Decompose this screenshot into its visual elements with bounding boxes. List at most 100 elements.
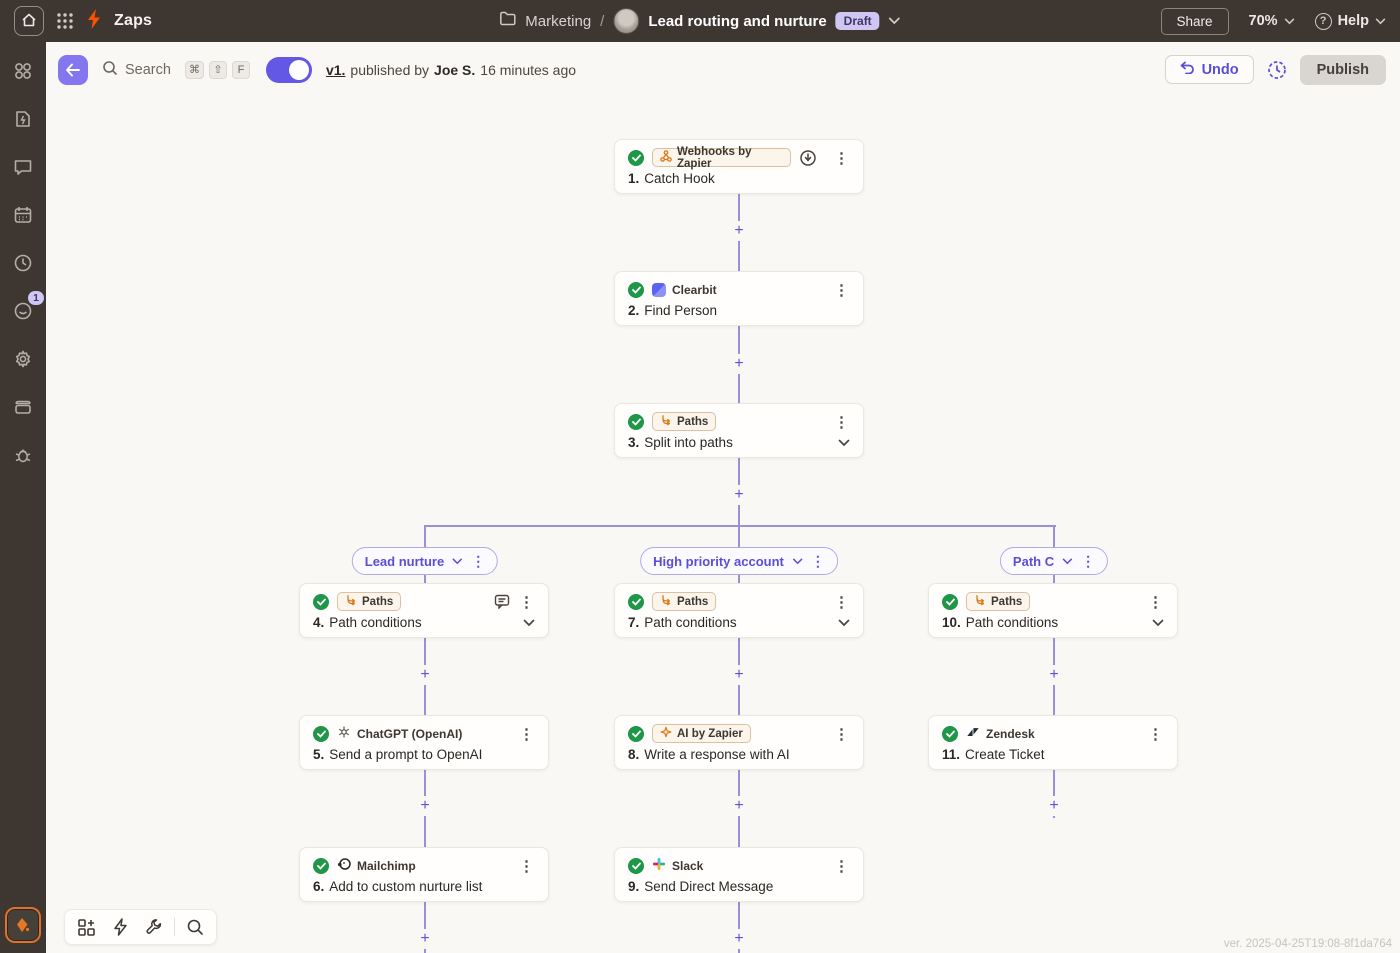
canvas-version-text: ver. 2025-04-25T19:08-8f1da764 (1223, 938, 1392, 950)
expand-conditions-chevron-icon[interactable] (838, 619, 850, 627)
path-pill-path-c[interactable]: Path C ⋮ (999, 547, 1109, 575)
published-author: Joe S. (434, 61, 476, 78)
step-menu-kebab-icon[interactable]: ⋮ (834, 413, 849, 431)
step-menu-kebab-icon[interactable]: ⋮ (519, 725, 534, 743)
expand-paths-chevron-icon[interactable] (838, 439, 850, 447)
step-number: 1. (628, 171, 640, 186)
expand-conditions-chevron-icon[interactable] (523, 619, 535, 627)
app-switcher-icon[interactable] (56, 12, 74, 30)
settings-gear-icon[interactable] (8, 346, 38, 372)
add-step-button[interactable]: + (731, 665, 747, 685)
zap-canvas[interactable]: Search ⌘ ⇧ F v1. published by Joe S. 16 … (46, 42, 1400, 953)
step-number: 9. (628, 879, 640, 894)
add-step-button[interactable]: + (731, 354, 747, 374)
step-node-2-find-person[interactable]: Clearbit ⋮ 2. Find Person (614, 271, 864, 326)
path-menu-kebab-icon[interactable]: ⋮ (810, 552, 825, 569)
openai-icon (337, 725, 351, 742)
step-menu-kebab-icon[interactable]: ⋮ (834, 281, 849, 299)
add-step-button[interactable]: + (417, 796, 433, 816)
step-node-1-catch-hook[interactable]: Webhooks by Zapier ⋮ 1. Catch Hook (614, 139, 864, 194)
connector-line (738, 902, 740, 953)
step-menu-kebab-icon[interactable]: ⋮ (834, 725, 849, 743)
expand-conditions-chevron-icon[interactable] (1152, 619, 1164, 627)
path-label: Path C (1012, 553, 1055, 569)
step-node-9-send-direct-message[interactable]: Slack ⋮ 9. Send Direct Message (614, 847, 864, 902)
help-button[interactable]: ? Help (1314, 12, 1386, 30)
step-menu-kebab-icon[interactable]: ⋮ (1148, 725, 1163, 743)
publish-button[interactable]: Publish (1299, 54, 1386, 85)
grid-add-icon[interactable] (69, 912, 103, 942)
step-menu-kebab-icon[interactable]: ⋮ (1148, 593, 1163, 611)
home-button[interactable] (14, 6, 44, 36)
app-badge-webhooks: Webhooks by Zapier (652, 146, 791, 170)
step-node-4-path-conditions[interactable]: Paths ⋮ 4. Path conditions (299, 583, 549, 638)
tools-wrench-icon[interactable] (137, 912, 171, 942)
zoom-level-button[interactable]: 70% (1249, 13, 1295, 29)
publish-info: v1. published by Joe S. 16 minutes ago (326, 62, 576, 78)
add-step-button[interactable]: + (417, 665, 433, 685)
success-check-icon (942, 593, 958, 610)
app-badge-mailchimp: Mailchimp (337, 857, 416, 874)
published-version-toggle[interactable] (265, 56, 312, 83)
left-sidebar: 1 (0, 42, 46, 953)
add-step-button[interactable]: + (1046, 796, 1062, 816)
success-check-icon (628, 725, 644, 742)
mailchimp-icon (337, 857, 351, 874)
history-icon[interactable] (8, 250, 38, 276)
chevron-down-icon (1375, 13, 1386, 29)
zap-details-icon[interactable] (8, 106, 38, 132)
step-node-10-path-conditions[interactable]: Paths ⋮ 10. Path conditions (928, 583, 1178, 638)
back-button[interactable] (58, 54, 88, 85)
apps-panel-icon[interactable] (8, 58, 38, 84)
add-step-button[interactable]: + (417, 929, 433, 949)
debug-bug-icon[interactable] (8, 442, 38, 468)
zoom-search-icon[interactable] (178, 912, 212, 942)
app-badge-ai-by-zapier: AI by Zapier (652, 724, 751, 743)
chevron-down-icon[interactable] (792, 552, 803, 570)
path-pill-lead-nurture[interactable]: Lead nurture ⋮ (351, 547, 499, 575)
add-step-button[interactable]: + (731, 929, 747, 949)
notes-icon[interactable] (8, 154, 38, 180)
instant-trigger-icon[interactable] (799, 149, 817, 167)
app-badge-zendesk: Zendesk (966, 726, 1035, 741)
path-menu-kebab-icon[interactable]: ⋮ (471, 552, 486, 569)
calendar-icon[interactable] (8, 202, 38, 228)
step-node-11-create-ticket[interactable]: Zendesk ⋮ 11. Create Ticket (928, 715, 1178, 770)
chevron-down-icon[interactable] (1062, 552, 1073, 570)
step-title: Create Ticket (965, 747, 1045, 762)
path-pill-high-priority[interactable]: High priority account ⋮ (640, 547, 838, 575)
step-title: Find Person (644, 303, 718, 318)
feedback-icon[interactable]: 1 (8, 291, 44, 324)
breadcrumb-folder[interactable]: Marketing (525, 12, 592, 30)
undo-button[interactable]: Undo (1164, 55, 1254, 84)
step-menu-kebab-icon[interactable]: ⋮ (834, 149, 849, 167)
chevron-down-icon[interactable] (452, 552, 463, 570)
zapier-bolt-icon (86, 8, 102, 34)
step-menu-kebab-icon[interactable]: ⋮ (834, 593, 849, 611)
paths-icon (660, 414, 672, 429)
step-node-3-split-into-paths[interactable]: Paths ⋮ 3. Split into paths (614, 403, 864, 458)
published-ago: 16 minutes ago (480, 61, 577, 78)
note-icon[interactable] (494, 594, 510, 609)
step-node-6-add-to-nurture-list[interactable]: Mailchimp ⋮ 6. Add to custom nurture lis… (299, 847, 549, 902)
zap-title-menu-chevron-icon[interactable] (889, 17, 901, 25)
version-history-icon[interactable] (1262, 55, 1292, 85)
zap-editor-active-icon[interactable] (5, 907, 41, 943)
add-step-button[interactable]: + (731, 796, 747, 816)
add-step-button[interactable]: + (731, 485, 747, 505)
add-step-button[interactable]: + (1046, 665, 1062, 685)
search-button[interactable]: Search (102, 60, 171, 79)
path-menu-kebab-icon[interactable]: ⋮ (1081, 552, 1096, 569)
step-node-7-path-conditions[interactable]: Paths ⋮ 7. Path conditions (614, 583, 864, 638)
share-button[interactable]: Share (1160, 7, 1229, 35)
add-step-button[interactable]: + (731, 221, 747, 241)
app-badge-paths: Paths (966, 592, 1031, 611)
step-menu-kebab-icon[interactable]: ⋮ (519, 857, 534, 875)
step-node-8-write-response-ai[interactable]: AI by Zapier ⋮ 8. Write a response with … (614, 715, 864, 770)
step-node-5-send-prompt-openai[interactable]: ChatGPT (OpenAI) ⋮ 5. Send a prompt to O… (299, 715, 549, 770)
version-link[interactable]: v1. (325, 61, 346, 78)
step-menu-kebab-icon[interactable]: ⋮ (519, 593, 534, 611)
zap-bolt-tool-icon[interactable] (103, 912, 137, 942)
storage-icon[interactable] (8, 394, 38, 420)
step-menu-kebab-icon[interactable]: ⋮ (834, 857, 849, 875)
